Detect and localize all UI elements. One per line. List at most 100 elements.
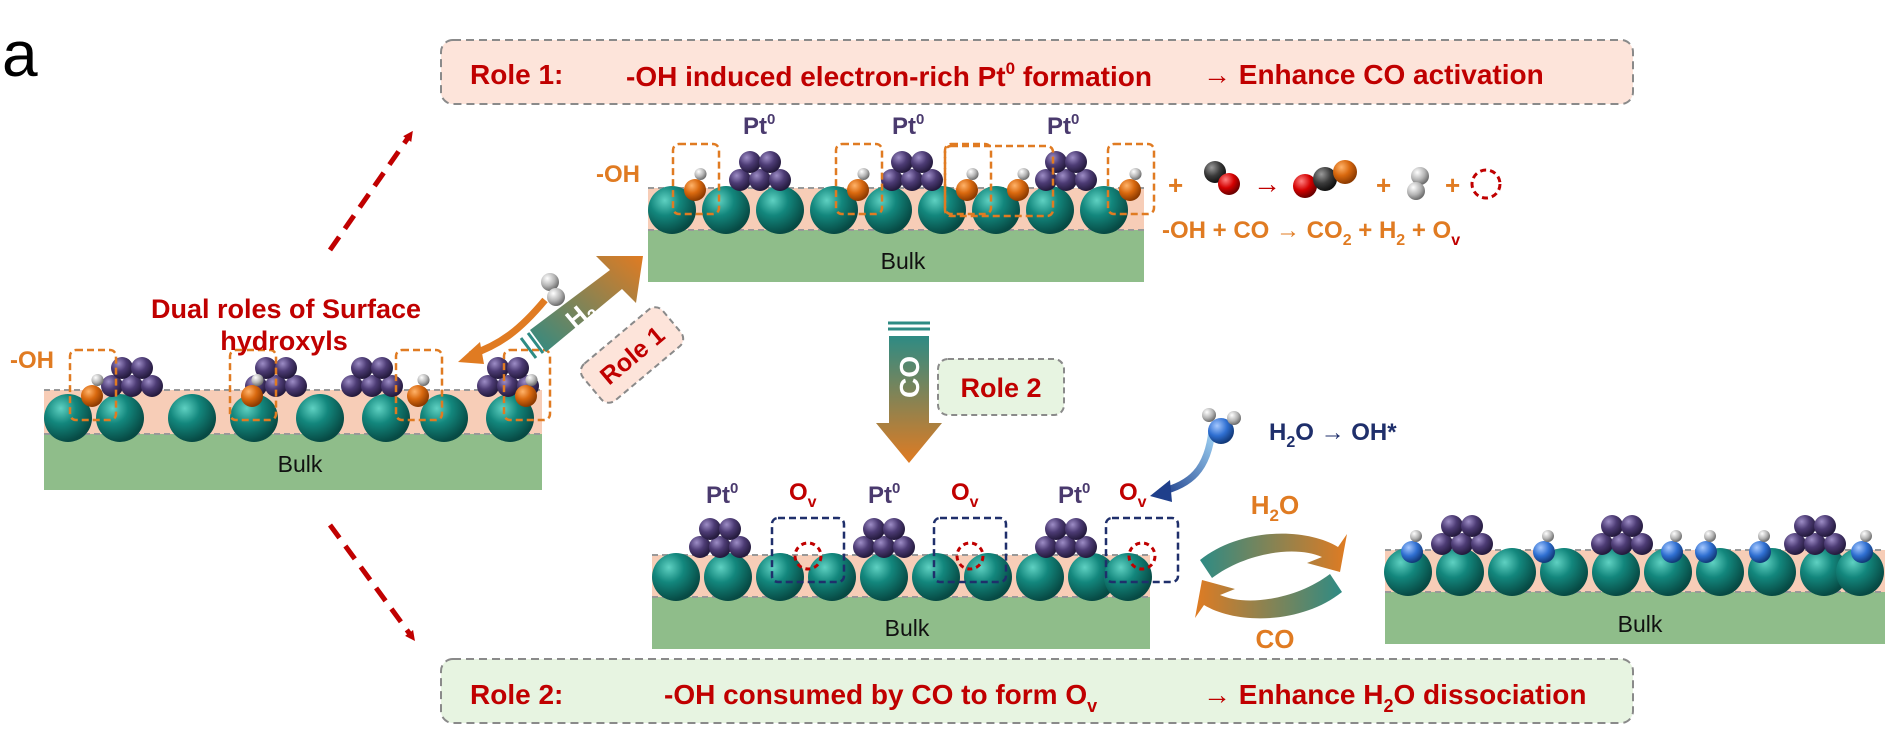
water-molecule-group: H2O → OH* [1150,408,1397,502]
role2-label: Role 2: [470,679,563,710]
pt-atom [101,375,123,397]
support-atom [972,186,1020,234]
top-reaction-molecules: + → + + -OH + CO → CO2 + H2 + Ov [1162,160,1502,249]
oxygen-vacancy-icon [1127,541,1157,571]
hydroxyl-oxygen-atom [1533,541,1555,563]
role2-result: → Enhance H2O dissociation [1203,679,1586,716]
hydroxyl-hydrogen-atom [857,167,870,181]
hydroxyl-oxygen-atom [81,385,103,407]
support-atom [1836,548,1884,596]
support-atom [296,394,344,442]
water-oxygen-atom [1208,418,1234,444]
pt-atom [351,357,373,379]
support-atom [1016,553,1064,601]
pt-atom [883,518,905,540]
pt-atom [507,357,529,379]
left-bulk-slab [44,434,542,490]
support-atom [702,186,750,234]
hydroxyl-oxygen-atom [1661,541,1683,563]
support-atom [96,394,144,442]
pt-atom [487,357,509,379]
pt-atom [873,536,895,558]
pt-atom [749,169,771,191]
top-hydroxyl-groups [671,142,1156,218]
pt-atom [1441,515,1463,537]
role2-tag: Role 2 [937,358,1065,416]
pt-atom [719,518,741,540]
hydroxyl-oxygen-atom [1119,179,1141,201]
hydroxyl-hydrogen-atom [1860,530,1872,542]
support-atom [1540,548,1588,596]
bottom-ov-label-1: Ov [789,479,817,511]
support-atom [756,553,804,601]
bottom-pt-label-1: Pt0 [706,480,738,509]
dual-roles-title-line1: Dual roles of Surface [151,294,421,324]
top-oh-label: -OH [596,161,640,188]
pt-atom [1431,533,1453,555]
pt-atom [921,169,943,191]
pt-atom [477,375,499,397]
svg-text:Role 2: Role 2 [960,373,1041,403]
support-atom [1436,548,1484,596]
hydroxyl-hydrogen-atom [1670,530,1682,542]
water-hydrogen-1 [1202,408,1216,422]
top-bulk-slab [648,230,1144,282]
pt-atom [1621,515,1643,537]
support-atom [1384,548,1432,596]
vacancy-highlight-box [770,516,846,584]
support-atom [864,186,912,234]
pt-atom [1601,515,1623,537]
support-atom [1800,548,1848,596]
co2-oxygen-left [1293,174,1317,198]
role1-result: → Enhance CO activation [1203,59,1544,90]
plus-1: + [1168,170,1183,200]
bottom-vacancy-boxes [770,516,1180,584]
pt-atom [1471,533,1493,555]
hydroxyl-hydrogen-atom [1410,530,1422,542]
hydroxyl-oxygen-atom [1695,541,1717,563]
pt-atom [1075,169,1097,191]
water-dissociation-equation: H2O → OH* [1269,419,1397,451]
pt-atom [1461,515,1483,537]
co-arrow: CO [876,321,942,463]
top-support-atoms [648,186,1128,234]
pt-atom [285,375,307,397]
pt-atom [729,536,751,558]
hydroxyl-highlight-box [671,142,721,216]
water-hydrogen-2 [1227,411,1241,425]
bottom-catalyst: Bulk Pt0 Pt0 Pt0 Ov Ov Ov [652,479,1180,649]
top-pt-label-2: Pt0 [892,111,924,140]
hydroxyl-hydrogen-atom [417,373,430,387]
support-atom [1026,186,1074,234]
reaction-arrow: → [1253,168,1281,199]
support-atom [860,553,908,601]
pt-atom [863,518,885,540]
pt-atom [1814,515,1836,537]
role1-label: Role 1: [470,59,563,90]
pt-atom [121,375,143,397]
bottom-bulk-label: Bulk [885,615,930,641]
support-atom [912,553,960,601]
hydroxyl-oxygen-atom [847,179,869,201]
bottom-ov-label-3: Ov [1119,479,1147,511]
pt-atom [265,375,287,397]
bottom-pt-clusters [689,518,1097,558]
pt-atom [371,357,393,379]
support-atom [810,186,858,234]
support-atom [1592,548,1640,596]
top-pt-label-1: Pt0 [743,111,775,140]
hydroxyl-hydrogen-atom [525,373,538,387]
pt-atom [1075,536,1097,558]
left-catalyst: Bulk -OH Dual roles of Surface hydroxyls [10,294,552,490]
right-bulk-label: Bulk [1618,611,1663,637]
dual-roles-title-line2: hydroxyls [220,326,348,356]
pt-atom [1804,533,1826,555]
h2-atom-2 [1407,182,1425,200]
support-atom [648,186,696,234]
role2-box: Role 2: -OH consumed by CO to form Ov → … [440,658,1634,724]
support-atom [420,394,468,442]
support-atom [1644,548,1692,596]
pt-atom [255,357,277,379]
pt-atom [381,375,403,397]
